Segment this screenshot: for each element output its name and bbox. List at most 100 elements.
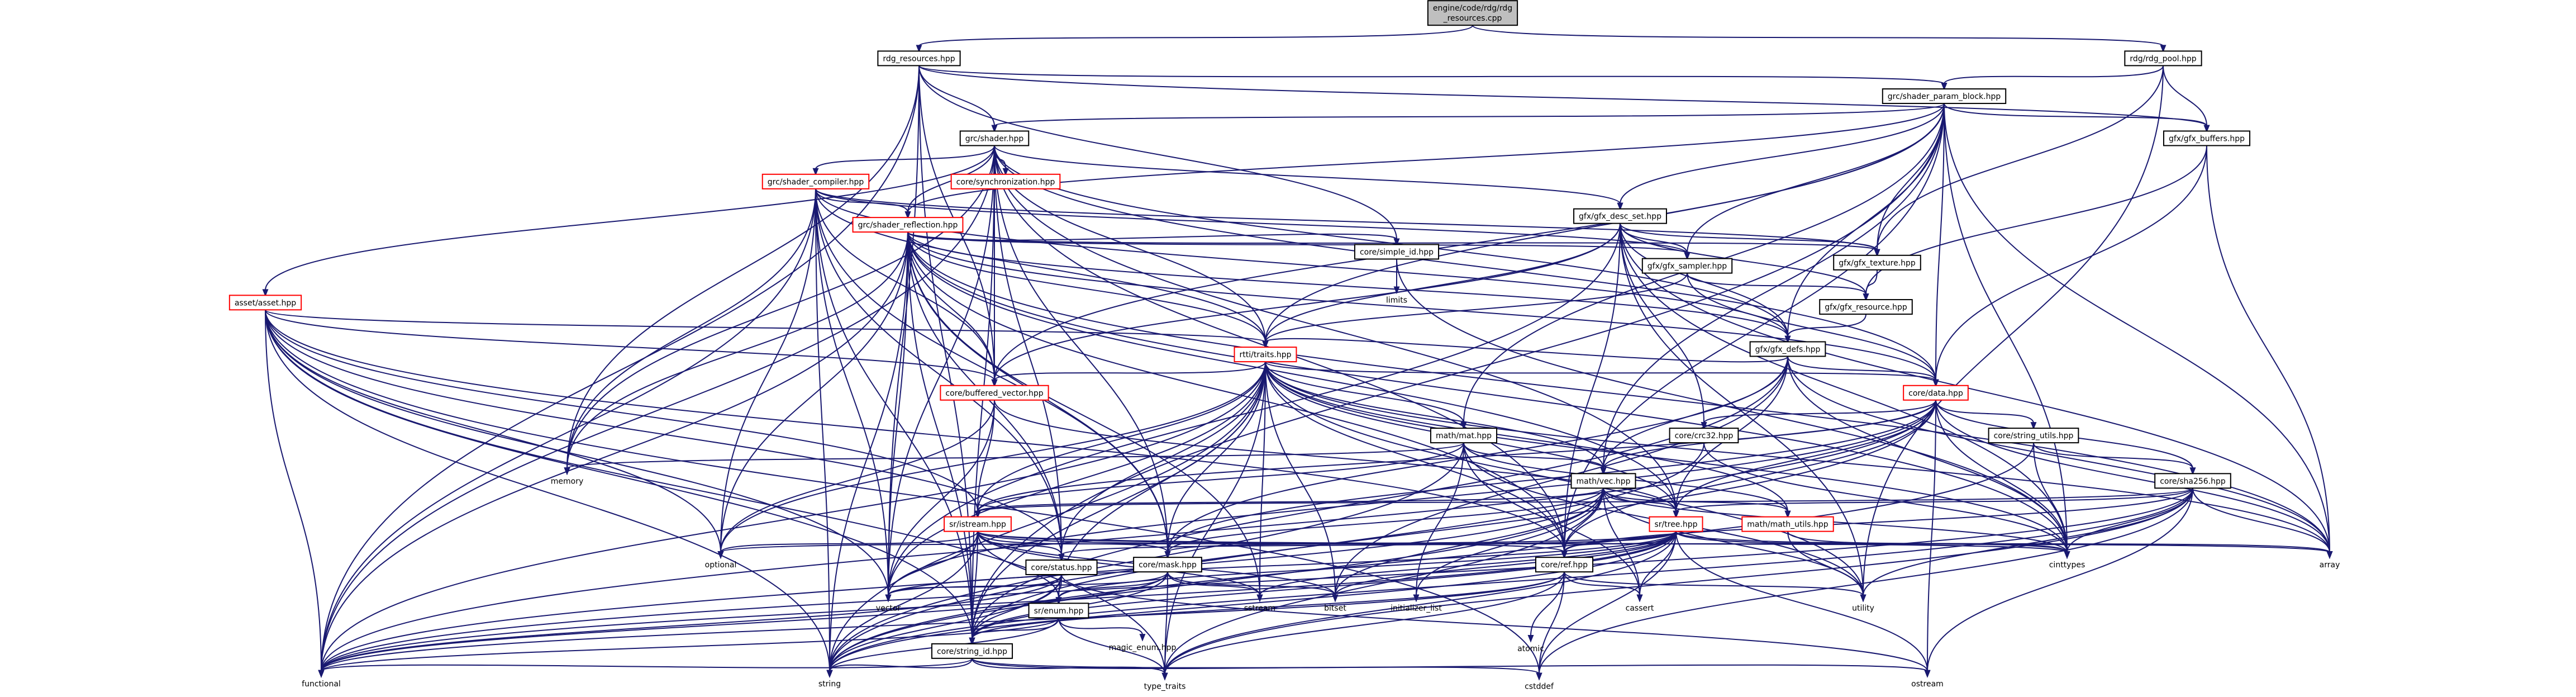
edge-line [1164,488,2193,674]
edge-line [1935,400,2068,553]
arrowhead [1673,510,1679,519]
arrowhead [1932,379,1939,387]
edge-line [321,657,973,672]
arrowhead [812,168,819,176]
edge-line [265,310,995,381]
node-string-utils[interactable]: core/string_utils.hpp [1988,428,2079,444]
node-gfx-resource[interactable]: gfx/gfx_resource.hpp [1819,299,1913,315]
node-label: sr/istream.hpp [949,520,1006,529]
node-rdg-resources[interactable]: rdg_resources.hpp [877,50,961,67]
node-sha256[interactable]: core/sha256.hpp [2154,473,2231,489]
node-memory: memory [551,477,584,486]
node-core-ref[interactable]: core/ref.hpp [1535,557,1594,573]
edge-shader-reflection-to-gfx-texture [907,231,1880,257]
node-gfx-buffers[interactable]: gfx/gfx_buffers.hpp [2163,130,2251,146]
edge-line [1944,103,2330,553]
edge-core-data-to-ostream [1924,400,1936,678]
node-shader-reflection[interactable]: grc/shader_reflection.hpp [852,217,964,233]
arrowhead [717,551,724,559]
node-label: core/buffered_vector.hpp [945,389,1043,398]
node-buffered-vector[interactable]: core/buffered_vector.hpp [940,385,1049,401]
node-root[interactable]: engine/code/rdg/rdg_resources.cpp [1427,0,1518,26]
node-core-data[interactable]: core/data.hpp [1903,385,1969,401]
edge-shader-to-sr-tree [994,145,1679,519]
edge-line [1058,574,1062,599]
node-core-status[interactable]: core/status.hpp [1025,560,1098,575]
edge-line [815,188,830,671]
edge-line [1061,574,1928,672]
node-crc32[interactable]: core/crc32.hpp [1669,428,1739,444]
edge-shader-to-core-mask [994,145,1171,559]
edge-gfx-resource-to-gfx-defs [1784,314,1866,344]
node-box [950,173,1061,189]
node-box [1570,473,1636,489]
edge-line [265,310,978,512]
edge-line [1927,488,2193,671]
node-label: magic_enum.hpp [1109,643,1177,652]
edge-string-utils-to-sha256 [2033,442,2196,476]
node-sr-enum[interactable]: sr/enum.hpp [1028,603,1089,619]
node-sr-istream[interactable]: sr/istream.hpp [944,516,1012,532]
node-shader[interactable]: grc/shader.hpp [959,130,1030,146]
node-label: math/math_utils.hpp [1747,520,1829,529]
edge-mat-to-memory [564,442,1464,476]
edge-line [265,310,721,553]
edge-line [265,145,995,291]
node-label: grc/shader.hpp [965,134,1024,143]
node-mat[interactable]: math/mat.hpp [1430,428,1498,444]
edge-line [1164,488,1604,674]
node-simple-id[interactable]: core/simple_id.hpp [1354,244,1440,260]
node-label: optional [705,561,737,570]
node-label: cinttypes [2049,561,2085,570]
node-core-mask[interactable]: core/mask.hpp [1133,557,1202,573]
node-label: type_traits [1144,682,1186,691]
edge-shader-param-block-to-vec [1600,103,1945,476]
node-gfx-texture[interactable]: gfx/gfx_texture.hpp [1833,254,1921,271]
node-shader-param-block[interactable]: grc/shader_param_block.hpp [1882,88,2007,105]
edge-line [888,362,1266,596]
edge-vec-to-math-utils [1603,488,1791,519]
node-box [2124,50,2202,67]
node-synchronization[interactable]: core/synchronization.hpp [950,173,1061,189]
node-label: gfx/gfx_sampler.hpp [1648,262,1727,271]
edge-shader-compiler-to-functional [318,188,816,678]
arrowhead [916,45,922,53]
arrowhead [564,467,570,476]
node-asset[interactable]: asset/asset.hpp [228,295,302,311]
edge-core-status-to-ostream [1061,574,1931,678]
node-label: core/string_utils.hpp [1994,432,2074,440]
edge-line [1603,103,1945,469]
node-label: core/synchronization.hpp [956,178,1055,187]
node-shader-compiler[interactable]: grc/shader_compiler.hpp [761,173,870,189]
node-label: grc/shader_reflection.hpp [858,221,958,230]
edges-layer [262,25,2333,681]
node-gfx-desc-set[interactable]: gfx/gfx_desc_set.hpp [1573,208,1667,224]
node-gfx-defs[interactable]: gfx/gfx_defs.hpp [1749,341,1826,357]
node-rtti-traits[interactable]: rtti/traits.hpp [1234,347,1297,363]
arrowhead [1164,551,1171,559]
arrowhead [1139,634,1146,642]
node-label: core/sha256.hpp [2160,477,2226,486]
edge-line [1167,572,1260,596]
edge-line [994,145,1677,512]
edge-line [321,571,1565,672]
node-sr-tree[interactable]: sr/tree.hpp [1649,516,1703,532]
arrowhead [1701,422,1707,430]
edge-line [265,310,1165,674]
edge-line [1265,362,2330,553]
edge-gfx-desc-set-to-crc32 [1620,223,1707,430]
node-rdg-pool[interactable]: rdg/rdg_pool.hpp [2124,50,2202,67]
node-label: atomic [1517,644,1544,653]
edge-line [829,574,1062,671]
edge-line [265,309,1266,343]
node-box [2154,473,2231,489]
node-string-id[interactable]: core/string_id.hpp [931,643,1013,659]
edge-line [1787,356,2068,553]
node-math-utils[interactable]: math/math_utils.hpp [1741,516,1834,532]
node-gfx-sampler[interactable]: gfx/gfx_sampler.hpp [1641,258,1733,274]
edge-line [994,400,1677,512]
edge-gfx-sampler-to-core-data [1687,273,1939,387]
arrowhead [318,670,325,678]
node-vec[interactable]: math/vec.hpp [1570,473,1636,489]
node-label: core/mask.hpp [1139,561,1197,570]
